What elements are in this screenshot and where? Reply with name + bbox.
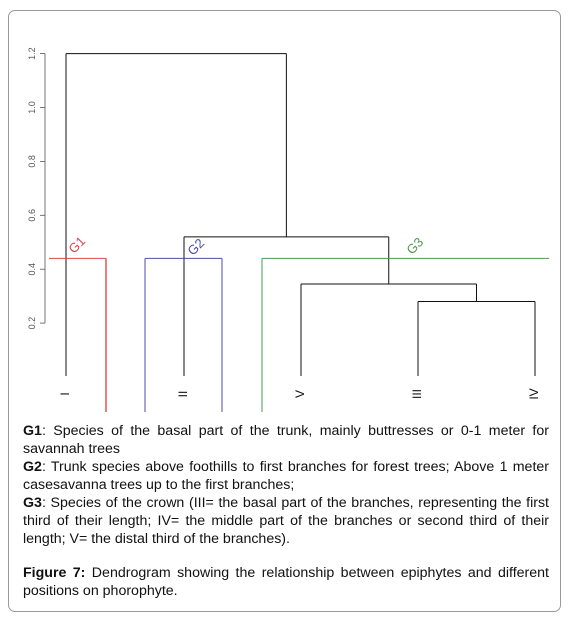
y-tick-label: 1.0 xyxy=(27,101,37,114)
leaf-label: III xyxy=(410,389,424,399)
y-axis: 0.2 0.4 0.6 0.8 1.0 1.2 xyxy=(27,47,46,330)
legend-g2: G2: Trunk species above foothills to fir… xyxy=(23,458,549,494)
y-tick-label: 0.4 xyxy=(27,263,37,276)
leaf-label: IV xyxy=(527,388,541,399)
legend-g2-label: G2 xyxy=(23,459,42,475)
dendrogram-tree xyxy=(65,53,536,376)
legend-g2-text: : Trunk species above foothills to first… xyxy=(23,459,549,493)
legend-g1: G1: Species of the basal part of the tru… xyxy=(23,422,549,458)
y-tick-label: 1.2 xyxy=(27,47,37,60)
group-label: G2 xyxy=(184,235,207,258)
legend-g3: G3: Species of the crown (III= the basal… xyxy=(23,494,549,548)
y-tick-label: 0.8 xyxy=(27,155,37,168)
group-label: G3 xyxy=(403,234,426,257)
legend-g1-label: G1 xyxy=(23,423,42,439)
group-legend: G1: Species of the basal part of the tru… xyxy=(23,422,549,548)
legend-g1-text: : Species of the basal part of the trunk… xyxy=(23,423,549,457)
y-tick-label: 0.2 xyxy=(27,317,37,330)
y-tick-label: 0.6 xyxy=(27,209,37,222)
figure-frame xyxy=(8,10,561,612)
figure-caption: Figure 7: Dendrogram showing the relatio… xyxy=(23,564,549,600)
leaf-label: II xyxy=(176,391,190,398)
leaf-label: I xyxy=(58,392,72,395)
legend-g3-text: : Species of the crown (III= the basal p… xyxy=(23,495,549,547)
group-label: G1 xyxy=(65,233,88,256)
leaf-label: V xyxy=(293,390,307,398)
group-boxes: G1 G2 G3 xyxy=(49,233,549,412)
legend-g3-label: G3 xyxy=(23,495,42,511)
figure-label: Figure 7: xyxy=(23,565,86,581)
figure-text: Dendrogram showing the relationship betw… xyxy=(23,565,549,599)
